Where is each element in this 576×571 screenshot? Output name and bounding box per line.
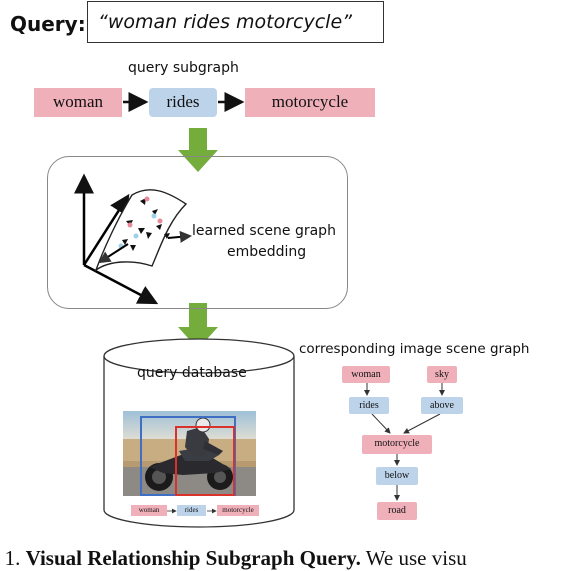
- subgraph-node-motorcycle: motorcycle: [245, 88, 375, 117]
- query-subgraph-title: query subgraph: [128, 60, 239, 76]
- query-text: “woman rides motorcycle”: [98, 11, 352, 33]
- scene-node-sky: sky: [427, 366, 457, 383]
- scene-node-below: below: [376, 467, 418, 485]
- mini-node-woman: woman: [131, 505, 167, 516]
- query-label: Query:: [10, 12, 86, 36]
- scene-graph-edges: [364, 383, 445, 501]
- database-label: query database: [137, 365, 247, 381]
- mini-node-rides: rides: [177, 505, 206, 516]
- down-arrow-top: [178, 128, 218, 172]
- embedding-label-line1: learned scene graph: [192, 223, 336, 239]
- embedding-points: [98, 196, 192, 264]
- scene-node-woman: woman: [342, 366, 390, 383]
- embedding-axes: [74, 173, 159, 305]
- bounding-box-red: [175, 426, 235, 496]
- down-arrow-bottom: [178, 303, 218, 349]
- query-text-box: “woman rides motorcycle”: [87, 1, 384, 43]
- embedding-box: [47, 156, 348, 309]
- scene-node-motorcycle: motorcycle: [362, 435, 432, 454]
- scene-node-above: above: [421, 397, 463, 414]
- scene-node-rides: rides: [349, 397, 389, 414]
- subgraph-node-woman: woman: [34, 88, 122, 117]
- embedding-label-line2: embedding: [227, 244, 307, 260]
- subgraph-node-rides: rides: [149, 88, 217, 117]
- mini-node-motorcycle: motorcycle: [217, 505, 259, 516]
- scene-node-road: road: [377, 502, 417, 520]
- scene-graph-title: corresponding image scene graph: [299, 341, 530, 357]
- figure-caption: e 1. Visual Relationship Subgraph Query.…: [0, 546, 467, 570]
- motorcycle-photo: [123, 411, 256, 496]
